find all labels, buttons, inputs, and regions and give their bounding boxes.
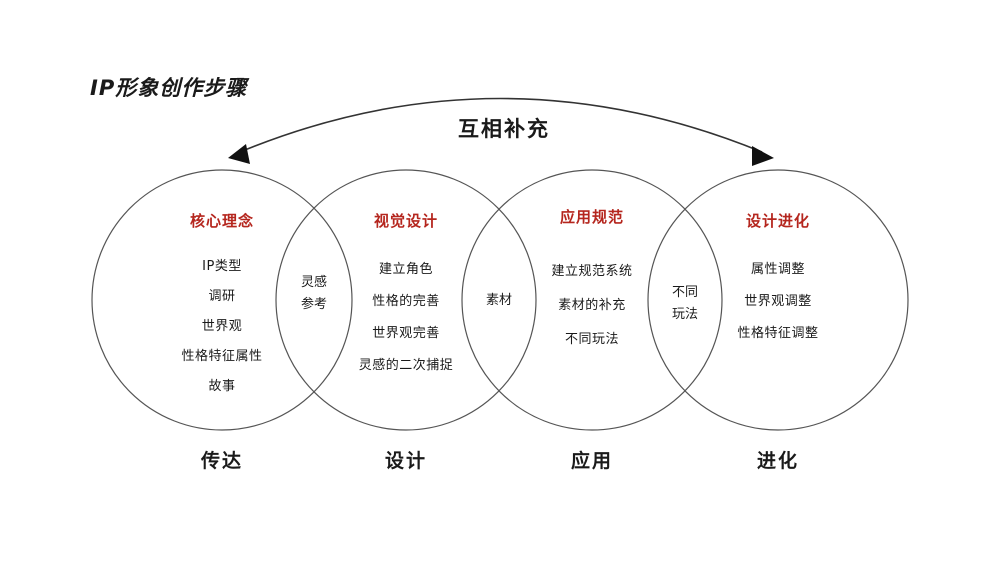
stage-label-design: 设计 [384,450,428,472]
list-item: 世界观 [201,319,243,334]
arrowhead-left [228,144,250,164]
stage-label-convey: 传达 [200,450,244,472]
overlap-label-material: 素材 [479,290,519,312]
stage-label-apply: 应用 [570,450,614,472]
heading-core-concept: 核心理念 [189,212,255,230]
list-item: 不同玩法 [564,332,620,347]
list-item: 世界观完善 [372,326,440,341]
list-item: 建立规范系统 [551,264,633,279]
heading-design-evolution: 设计进化 [745,212,811,230]
overlap-label-play: 不同 玩法 [665,282,705,326]
overlap-line: 不同 [671,285,698,300]
overlap-line: 素材 [485,293,512,308]
list-item: 性格特征属性 [181,349,263,364]
mutual-arc [239,97,763,153]
list-item: 调研 [208,289,236,304]
list-item: 建立角色 [378,262,434,277]
list-item: 灵感的二次捕捉 [358,358,454,373]
page-title: IP形象创作步骤 [90,76,248,100]
list-item: 性格的完善 [372,294,440,309]
circle-core-concept [91,169,353,431]
heading-visual-design: 视觉设计 [373,212,439,230]
circle-application-spec [461,169,723,431]
arc-label: 互相补充 [458,117,550,141]
stage-label-evolve: 进化 [756,450,800,472]
list-item: 属性调整 [750,262,806,277]
list-item: 性格特征调整 [737,326,819,341]
circle-visual-design [275,169,537,431]
list-item: IP类型 [202,259,242,274]
circle-design-evolution [647,169,909,431]
list-item: 素材的补充 [558,298,626,313]
list-item: 故事 [208,379,236,394]
heading-application-spec: 应用规范 [559,208,625,226]
list-item: 世界观调整 [744,294,812,309]
overlap-line: 灵感 [300,275,327,290]
overlap-line: 参考 [300,297,327,312]
overlap-line: 玩法 [671,307,698,322]
overlap-label-inspiration: 灵感 参考 [294,272,334,316]
arrowhead-right [752,146,774,166]
